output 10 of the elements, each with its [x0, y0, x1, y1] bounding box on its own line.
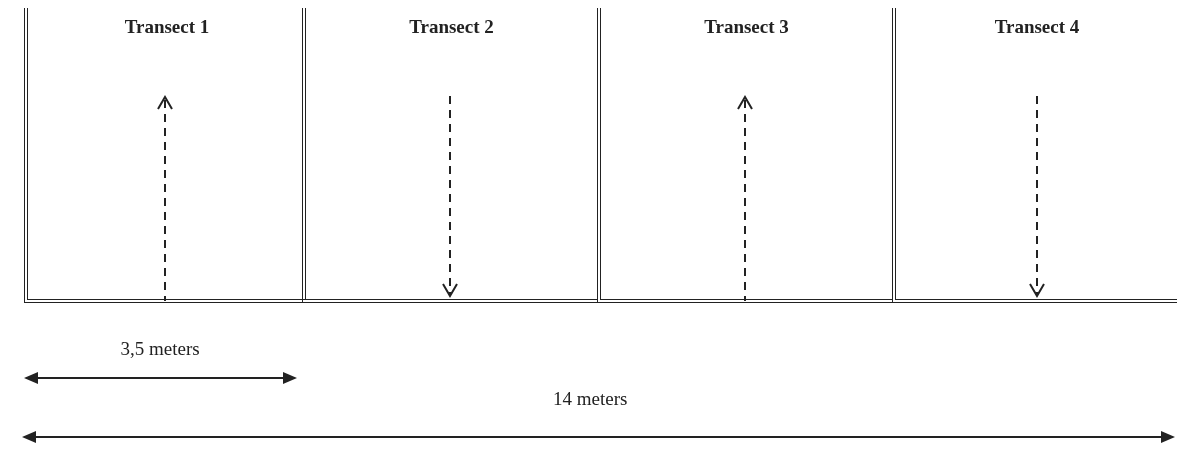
transect-title: Transect 4: [994, 16, 1080, 38]
transect-plot: [302, 8, 597, 303]
transect-plot: [892, 8, 1177, 303]
transect-title: Transect 1: [124, 16, 210, 38]
dimension-label: 14 meters: [553, 388, 628, 410]
transect-title: Transect 2: [409, 16, 494, 38]
transect-plot: [597, 8, 892, 303]
transect-plot: [24, 8, 306, 303]
transect-title: Transect 3: [704, 16, 789, 38]
dimension-label: 3,5 meters: [120, 338, 200, 360]
